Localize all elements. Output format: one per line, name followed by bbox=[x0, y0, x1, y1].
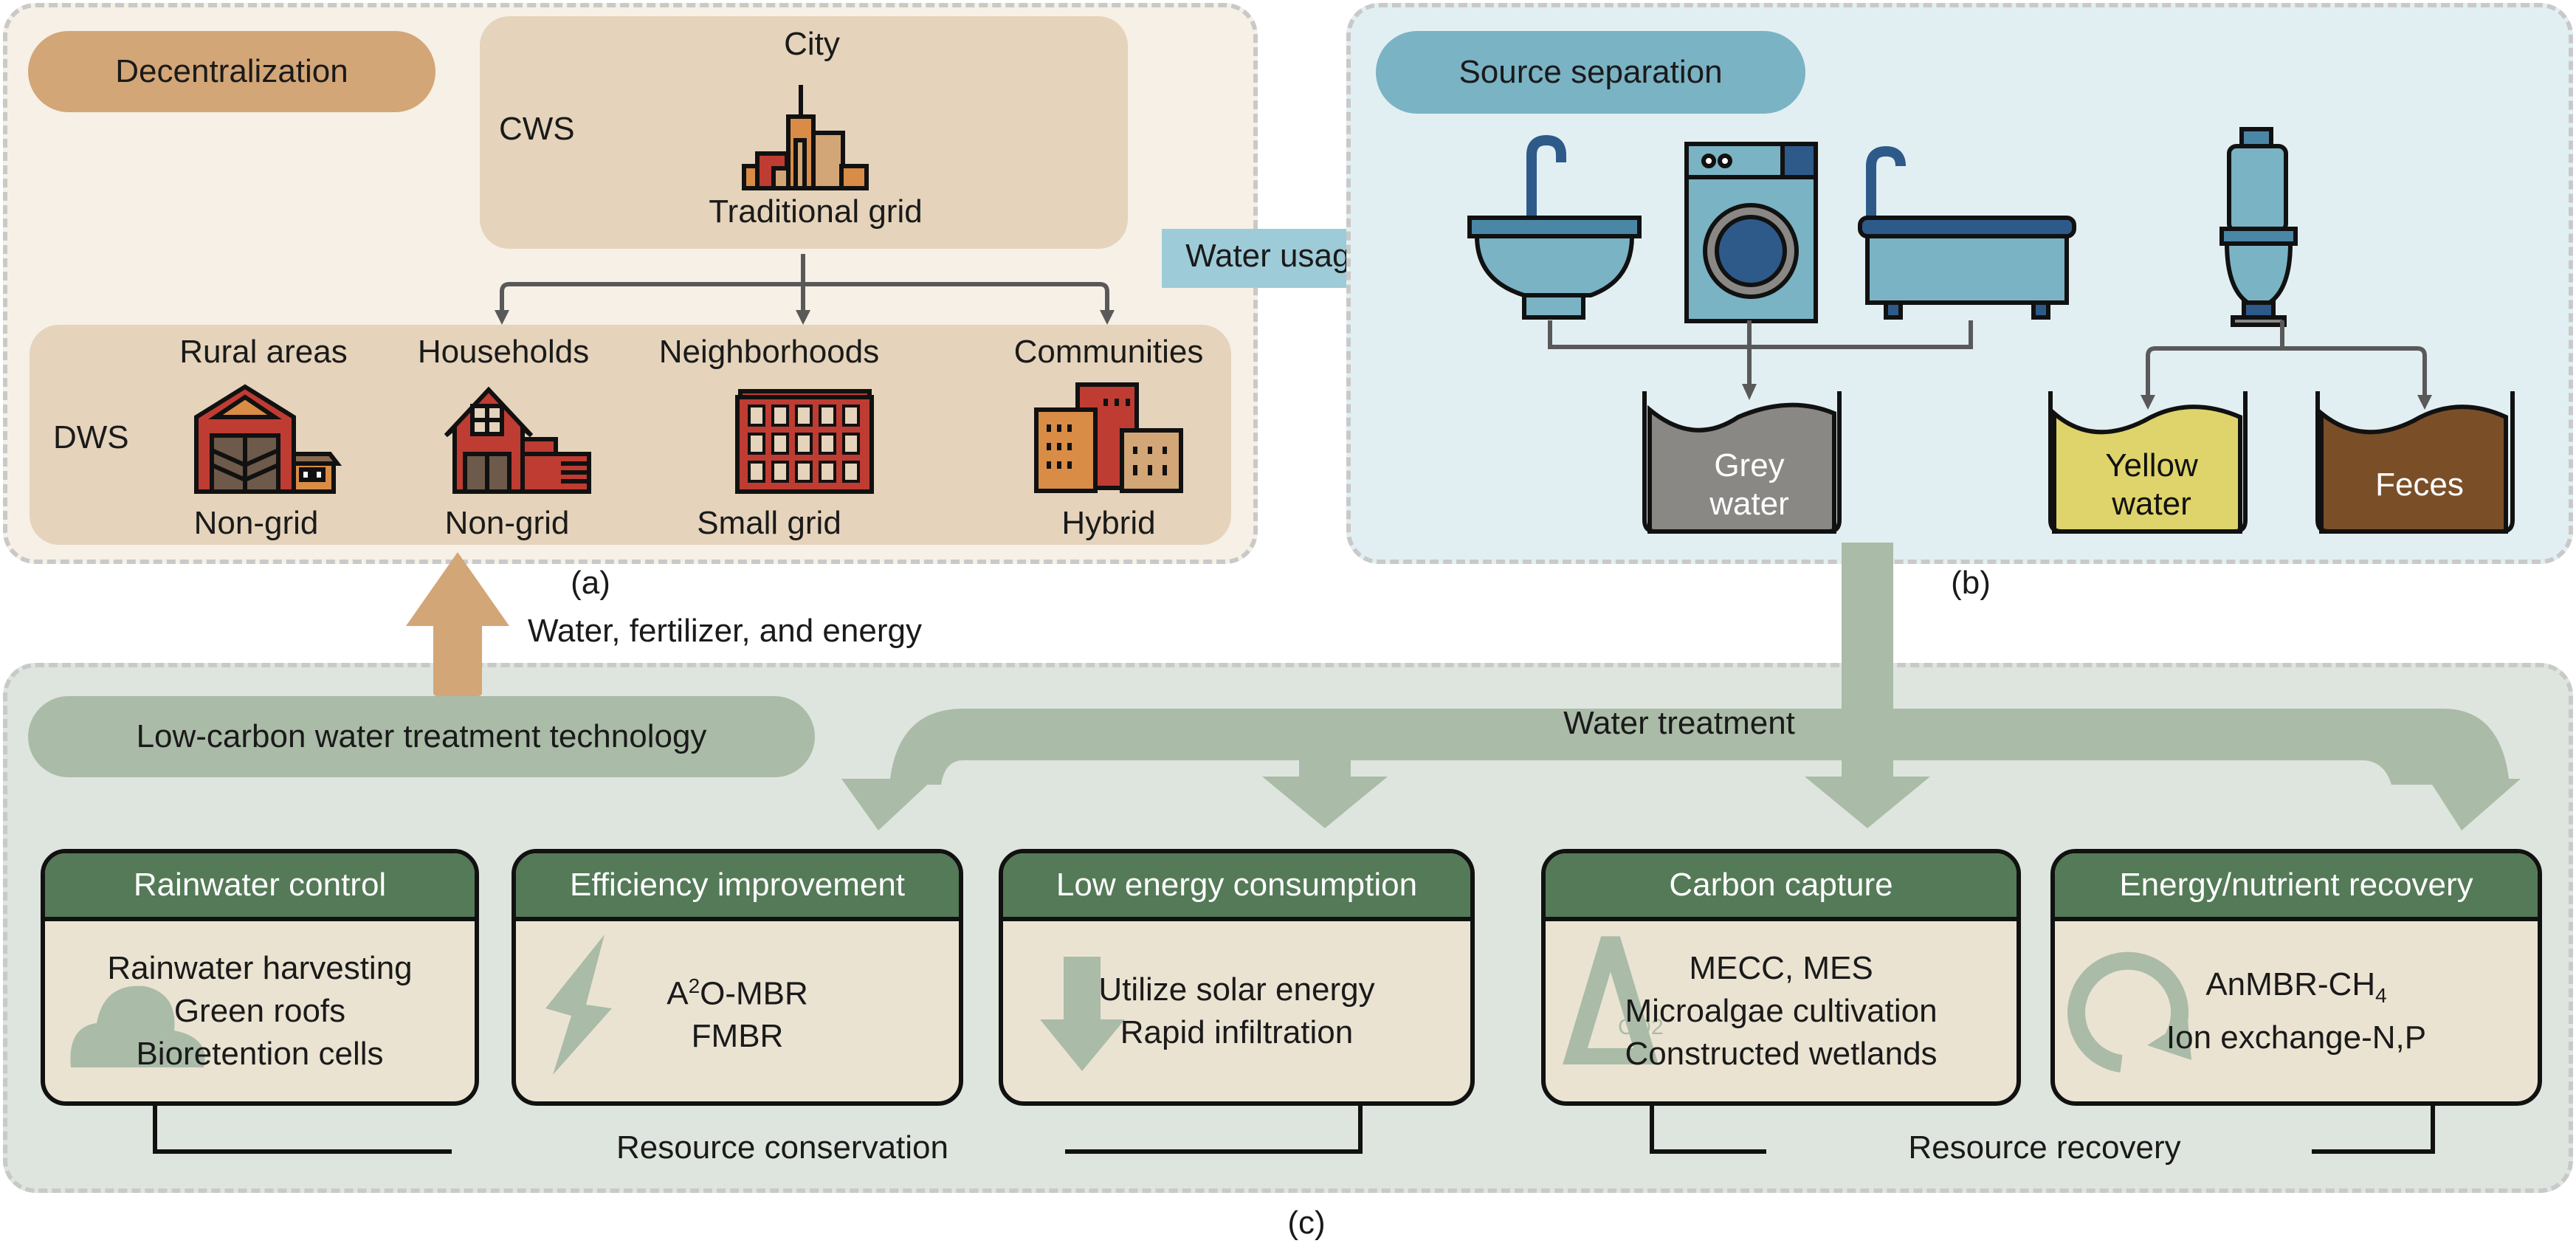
card-body: MECC, MES Microalgae cultivation Constru… bbox=[1625, 950, 1938, 1072]
apartment-building-icon bbox=[735, 389, 874, 494]
dws-item-bottom-rural: Non-grid bbox=[193, 505, 319, 541]
card-title: Rainwater control bbox=[45, 853, 475, 921]
separation-connectors bbox=[1548, 320, 2432, 410]
dws-item-bottom-households: Non-grid bbox=[444, 505, 570, 541]
fixtures-group bbox=[1467, 127, 2298, 327]
window bbox=[771, 405, 789, 427]
card-body: Rainwater harvesting Green roofs Biorete… bbox=[107, 950, 413, 1072]
dws-label: DWS bbox=[53, 419, 129, 455]
feces-label: Feces bbox=[2375, 467, 2464, 503]
caption-c: (c) bbox=[1287, 1205, 1326, 1241]
feces-tank bbox=[2319, 405, 2508, 534]
dws-item-bottom-neighborhoods: Small grid bbox=[697, 505, 841, 541]
dws-item-top-neighborhoods: Neighborhoods bbox=[658, 334, 880, 370]
window bbox=[771, 461, 789, 483]
window bbox=[842, 461, 860, 483]
toilet-icon bbox=[2219, 127, 2298, 327]
traditional-grid-label: Traditional grid bbox=[709, 193, 923, 230]
window bbox=[819, 405, 836, 427]
sink-icon bbox=[1467, 134, 1642, 320]
window bbox=[842, 405, 860, 427]
window bbox=[795, 433, 813, 455]
washing-machine-icon bbox=[1684, 142, 1818, 323]
card-title: Efficiency improvement bbox=[516, 853, 959, 921]
group-brackets bbox=[153, 1104, 2435, 1154]
barn-icon bbox=[194, 384, 342, 494]
feedback-arrow-label: Water, fertilizer, and energy bbox=[528, 613, 922, 649]
tanks-group bbox=[1642, 391, 2515, 534]
dws-item-top-communities: Communities bbox=[1013, 334, 1204, 370]
window bbox=[819, 461, 836, 483]
window bbox=[795, 461, 813, 483]
window bbox=[771, 433, 789, 455]
card-body: Utilize solar energy Rapid infiltration bbox=[1098, 971, 1375, 1050]
co2-triangle-icon: CO2 bbox=[1563, 936, 1664, 1064]
resource-recovery-label: Resource recovery bbox=[1908, 1129, 2181, 1166]
grey-water-tank bbox=[1647, 402, 1836, 534]
window bbox=[748, 433, 765, 455]
water-usage-label: Water usage bbox=[1185, 238, 1368, 274]
card-body: A2O-MBR FMBR bbox=[667, 974, 808, 1055]
recycle-loop-icon bbox=[2067, 952, 2191, 1073]
city-label: City bbox=[784, 26, 840, 62]
water-treatment-label: Water treatment bbox=[1563, 705, 1795, 741]
card-low-energy-consumption: Low energy consumption Utilize solar ene… bbox=[999, 849, 1475, 1106]
yellow-water-tank bbox=[2052, 405, 2242, 534]
cws-to-dws-connector bbox=[495, 254, 1115, 325]
card-title: Carbon capture bbox=[1546, 853, 2017, 921]
dws-item-top-rural: Rural areas bbox=[179, 334, 348, 370]
house-icon bbox=[444, 386, 591, 494]
source-separation-title: Source separation bbox=[1376, 31, 1805, 114]
caption-b: (b) bbox=[1951, 565, 1991, 601]
city-skyline-icon bbox=[742, 85, 869, 190]
resource-conservation-label: Resource conservation bbox=[616, 1129, 948, 1166]
window bbox=[795, 405, 813, 427]
dws-item-top-households: Households bbox=[417, 334, 590, 370]
card-efficiency-improvement: Efficiency improvement A2O-MBR FMBR bbox=[512, 849, 963, 1106]
window bbox=[819, 433, 836, 455]
low-carbon-title: Low-carbon water treatment technology bbox=[28, 696, 815, 777]
card-body: AnMBR-CH4 Ion exchange-N,P bbox=[2166, 966, 2427, 1056]
card-rainwater-control: Rainwater control Rainwater harvesting G… bbox=[41, 849, 479, 1106]
card-title: Energy/nutrient recovery bbox=[2055, 853, 2538, 921]
dws-item-bottom-communities: Hybrid bbox=[1061, 505, 1156, 541]
buildings-cluster-icon bbox=[1034, 382, 1183, 493]
feedback-arrow bbox=[406, 552, 509, 696]
svg-text:CO2: CO2 bbox=[1618, 1015, 1664, 1039]
caption-a: (a) bbox=[571, 565, 610, 601]
window bbox=[748, 461, 765, 483]
card-carbon-capture: Carbon capture CO2 MECC, MES Microalgae … bbox=[1541, 849, 2021, 1106]
water-treatment-flow-arrow bbox=[841, 543, 2521, 830]
bathtub-icon bbox=[1858, 145, 2076, 320]
window bbox=[842, 433, 860, 455]
cloud-icon bbox=[70, 985, 205, 1067]
decentralization-title: Decentralization bbox=[28, 31, 435, 112]
lightning-icon bbox=[545, 935, 612, 1075]
down-arrow-icon bbox=[1040, 957, 1125, 1071]
cws-label: CWS bbox=[499, 111, 575, 147]
card-title: Low energy consumption bbox=[1003, 853, 1470, 921]
card-energy-nutrient-recovery: Energy/nutrient recovery AnMBR-CH4 Ion e… bbox=[2050, 849, 2542, 1106]
window bbox=[748, 405, 765, 427]
